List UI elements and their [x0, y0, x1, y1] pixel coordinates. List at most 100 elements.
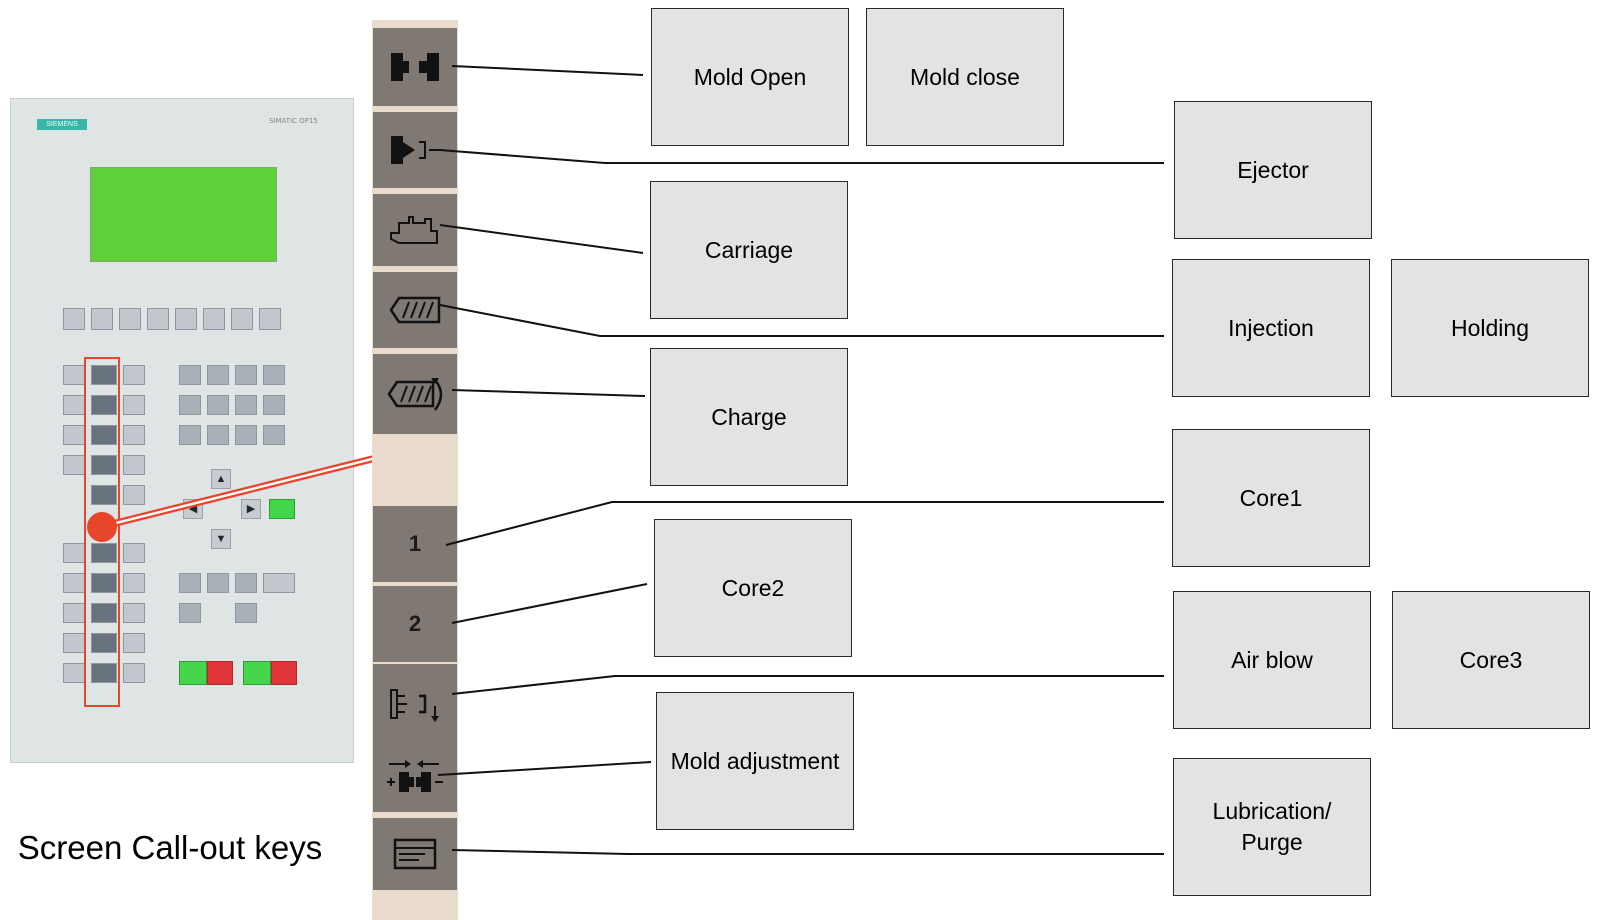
- panel-key: [175, 308, 197, 330]
- carriage-icon: [390, 216, 438, 244]
- start-key: [243, 661, 271, 685]
- panel-key: [91, 633, 117, 653]
- label-air-blow: Air blow: [1173, 591, 1371, 729]
- panel-key: [123, 485, 145, 505]
- label-core3: Core3: [1392, 591, 1590, 729]
- leader-line-core2: [451, 583, 648, 624]
- injection-screw-icon: [389, 296, 441, 324]
- mold-adjustment-key[interactable]: [373, 740, 457, 812]
- caption: Screen Call-out keys: [17, 829, 323, 866]
- stop-key: [271, 661, 297, 685]
- panel-key: [179, 425, 201, 445]
- leader-line-injection: [439, 304, 1164, 337]
- label-injection: Injection: [1172, 259, 1370, 397]
- start-key: [179, 661, 207, 685]
- panel-key: [123, 365, 145, 385]
- panel-lcd-screen: [90, 167, 277, 262]
- leader-line-core1: [445, 501, 1164, 546]
- panel-key: [91, 425, 117, 445]
- panel-key: [119, 308, 141, 330]
- leader-line-carriage: [439, 224, 644, 254]
- leader-line-ejector: [439, 149, 1164, 164]
- lubrication-purge-icon: [393, 838, 437, 870]
- leader-line-air-blow: [451, 675, 1164, 695]
- panel-key: [263, 425, 285, 445]
- panel-key: [235, 395, 257, 415]
- panel-key: [235, 425, 257, 445]
- panel-key: [123, 543, 145, 563]
- panel-key: [207, 573, 229, 593]
- panel-key: [91, 543, 117, 563]
- panel-key: [91, 603, 117, 623]
- mold-open-close-key[interactable]: [373, 28, 457, 106]
- enter-key: [269, 499, 295, 519]
- leader-line-mold-open: [451, 65, 644, 76]
- panel-key: [123, 633, 145, 653]
- panel-key: [179, 603, 201, 623]
- panel-key: [179, 365, 201, 385]
- ejector-icon: [391, 136, 441, 164]
- injection-key[interactable]: [373, 272, 457, 348]
- air-blow-key[interactable]: [373, 664, 457, 744]
- panel-key: [91, 573, 117, 593]
- panel-key: [91, 485, 117, 505]
- panel-key: [179, 395, 201, 415]
- panel-model-label: SIMATIC OP15: [269, 117, 318, 125]
- panel-key: [203, 308, 225, 330]
- panel-key: [91, 308, 113, 330]
- panel-key: [123, 455, 145, 475]
- panel-key: [207, 425, 229, 445]
- panel-key: [63, 308, 85, 330]
- label-mold-open: Mold Open: [651, 8, 849, 146]
- label-core2: Core2: [654, 519, 852, 657]
- leader-line-mold-adjustment: [437, 761, 652, 776]
- brand-logo: SIEMENS: [37, 119, 87, 130]
- label-charge: Charge: [650, 348, 848, 486]
- panel-key: [147, 308, 169, 330]
- callout-key-strip: 1 2: [372, 20, 458, 920]
- panel-key: [263, 365, 285, 385]
- label-carriage: Carriage: [650, 181, 848, 319]
- air-blow-icon: [390, 689, 439, 722]
- panel-key: [123, 663, 145, 683]
- core2-key[interactable]: 2: [373, 586, 457, 662]
- stop-key: [207, 661, 233, 685]
- panel-key: [235, 603, 257, 623]
- label-core1: Core1: [1172, 429, 1370, 567]
- charge-key[interactable]: [373, 354, 457, 434]
- carriage-key[interactable]: [373, 194, 457, 266]
- panel-key: [123, 603, 145, 623]
- label-holding: Holding: [1391, 259, 1589, 397]
- leader-line-lubrication: [451, 849, 1164, 855]
- panel-key: [263, 395, 285, 415]
- mold-adjustment-icon: [387, 760, 443, 792]
- label-mold-adjustment: Mold adjustment: [656, 692, 854, 830]
- mold-open-close-icon: [391, 53, 439, 81]
- lubrication-purge-key[interactable]: [373, 818, 457, 890]
- panel-key: [235, 365, 257, 385]
- panel-key: [91, 365, 117, 385]
- panel-key: [91, 455, 117, 475]
- callout-origin-dot: [87, 512, 117, 542]
- panel-key: [123, 425, 145, 445]
- label-ejector: Ejector: [1174, 101, 1372, 239]
- charge-screw-icon: [387, 378, 443, 411]
- panel-key: [179, 573, 201, 593]
- key-column-highlight: [84, 357, 120, 707]
- label-lubrication-purge: Lubrication/ Purge: [1173, 758, 1371, 896]
- panel-key: [91, 663, 117, 683]
- core1-key[interactable]: 1: [373, 506, 457, 582]
- label-mold-close: Mold close: [866, 8, 1064, 146]
- panel-key: [207, 365, 229, 385]
- leader-line-charge: [451, 389, 646, 397]
- arrow-right-icon: ▶: [241, 499, 261, 519]
- arrow-down-icon: ▼: [211, 529, 231, 549]
- panel-key: [207, 395, 229, 415]
- panel-key: [263, 573, 295, 593]
- panel-key: [91, 395, 117, 415]
- panel-key: [123, 573, 145, 593]
- panel-key: [123, 395, 145, 415]
- operator-panel-image: SIEMENS SIMATIC OP15: [10, 98, 354, 763]
